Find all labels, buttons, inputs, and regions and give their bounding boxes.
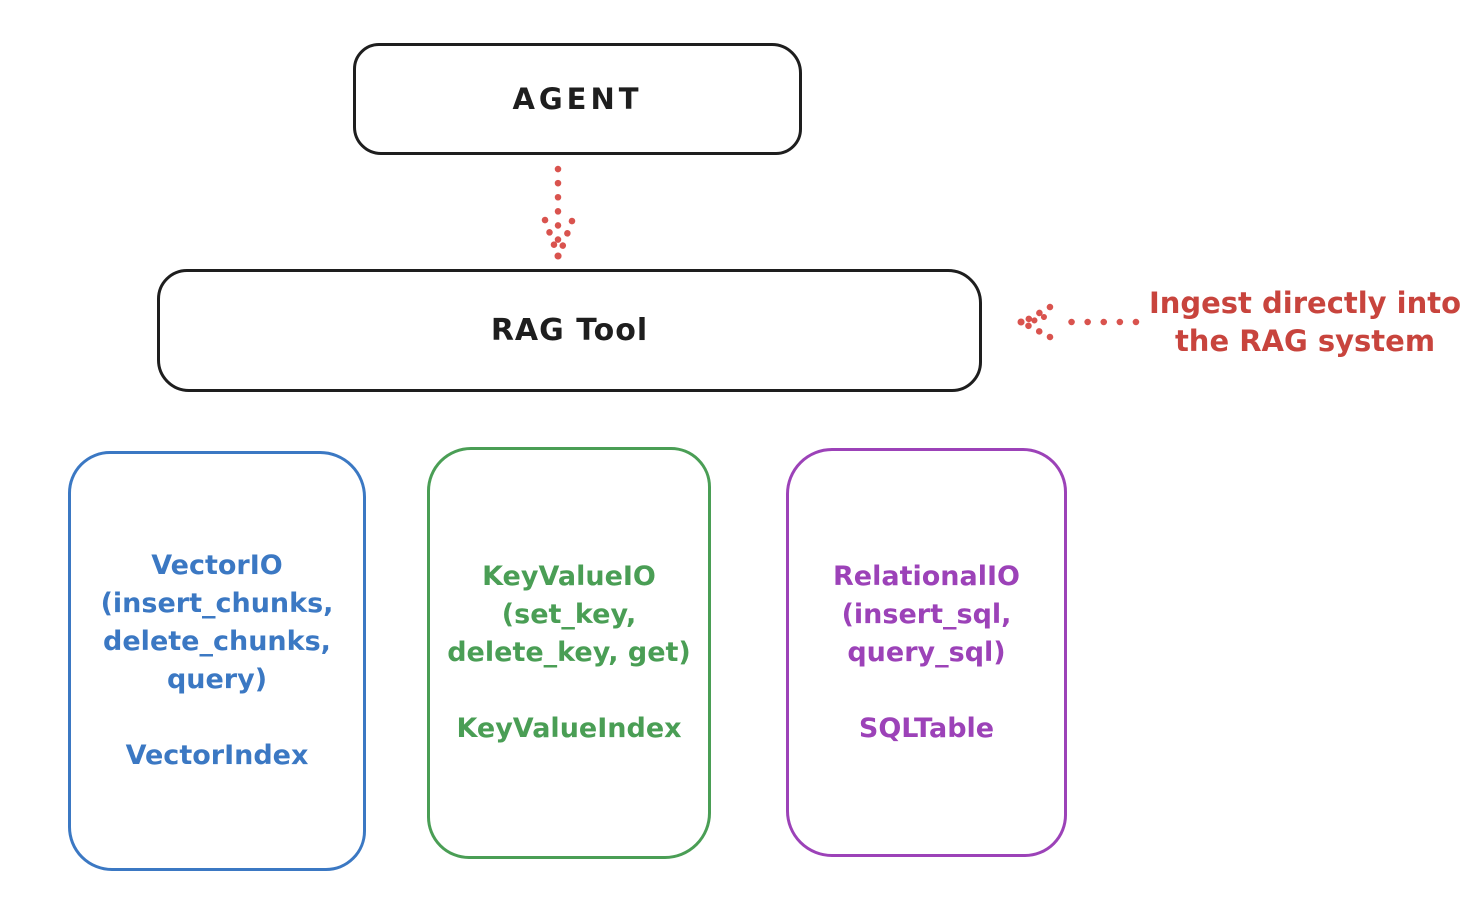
vectorio-box: VectorIO (insert_chunks, delete_chunks, … bbox=[68, 451, 366, 871]
io-index-label: VectorIndex bbox=[125, 740, 309, 771]
io-method-line: delete_chunks, bbox=[103, 626, 331, 657]
ingest-annotation-arrow bbox=[1017, 303, 1140, 341]
rag-tool-label: RAG Tool bbox=[490, 313, 649, 348]
io-method-line: (insert_chunks, bbox=[100, 588, 334, 619]
io-method-line: (insert_sql, bbox=[841, 598, 1012, 630]
ingest-annotation-line2: the RAG system bbox=[1174, 324, 1436, 358]
rag-tool-box: RAG Tool bbox=[157, 269, 982, 392]
ingest-annotation: Ingest directly into the RAG system bbox=[1140, 284, 1470, 360]
io-box-title: KeyValueIO bbox=[482, 561, 656, 592]
io-index-label: KeyValueIndex bbox=[456, 713, 682, 744]
agent-box: AGENT bbox=[353, 43, 802, 155]
io-box-title: RelationalIO bbox=[833, 560, 1020, 592]
io-method-line: (set_key, bbox=[501, 599, 637, 630]
agent-to-rag-arrow bbox=[541, 165, 576, 260]
io-method-line: query) bbox=[166, 664, 268, 695]
keyvalueio-box: KeyValueIO (set_key, delete_key, get) Ke… bbox=[427, 447, 711, 859]
io-method-line: query_sql) bbox=[847, 636, 1006, 668]
agent-label: AGENT bbox=[512, 82, 643, 116]
io-box-title: VectorIO bbox=[151, 550, 283, 581]
relationalio-box: RelationalIO (insert_sql, query_sql) SQL… bbox=[786, 448, 1067, 857]
io-index-label: SQLTable bbox=[858, 712, 995, 744]
ingest-annotation-line1: Ingest directly into bbox=[1148, 286, 1462, 320]
io-method-line: delete_key, get) bbox=[447, 637, 691, 668]
